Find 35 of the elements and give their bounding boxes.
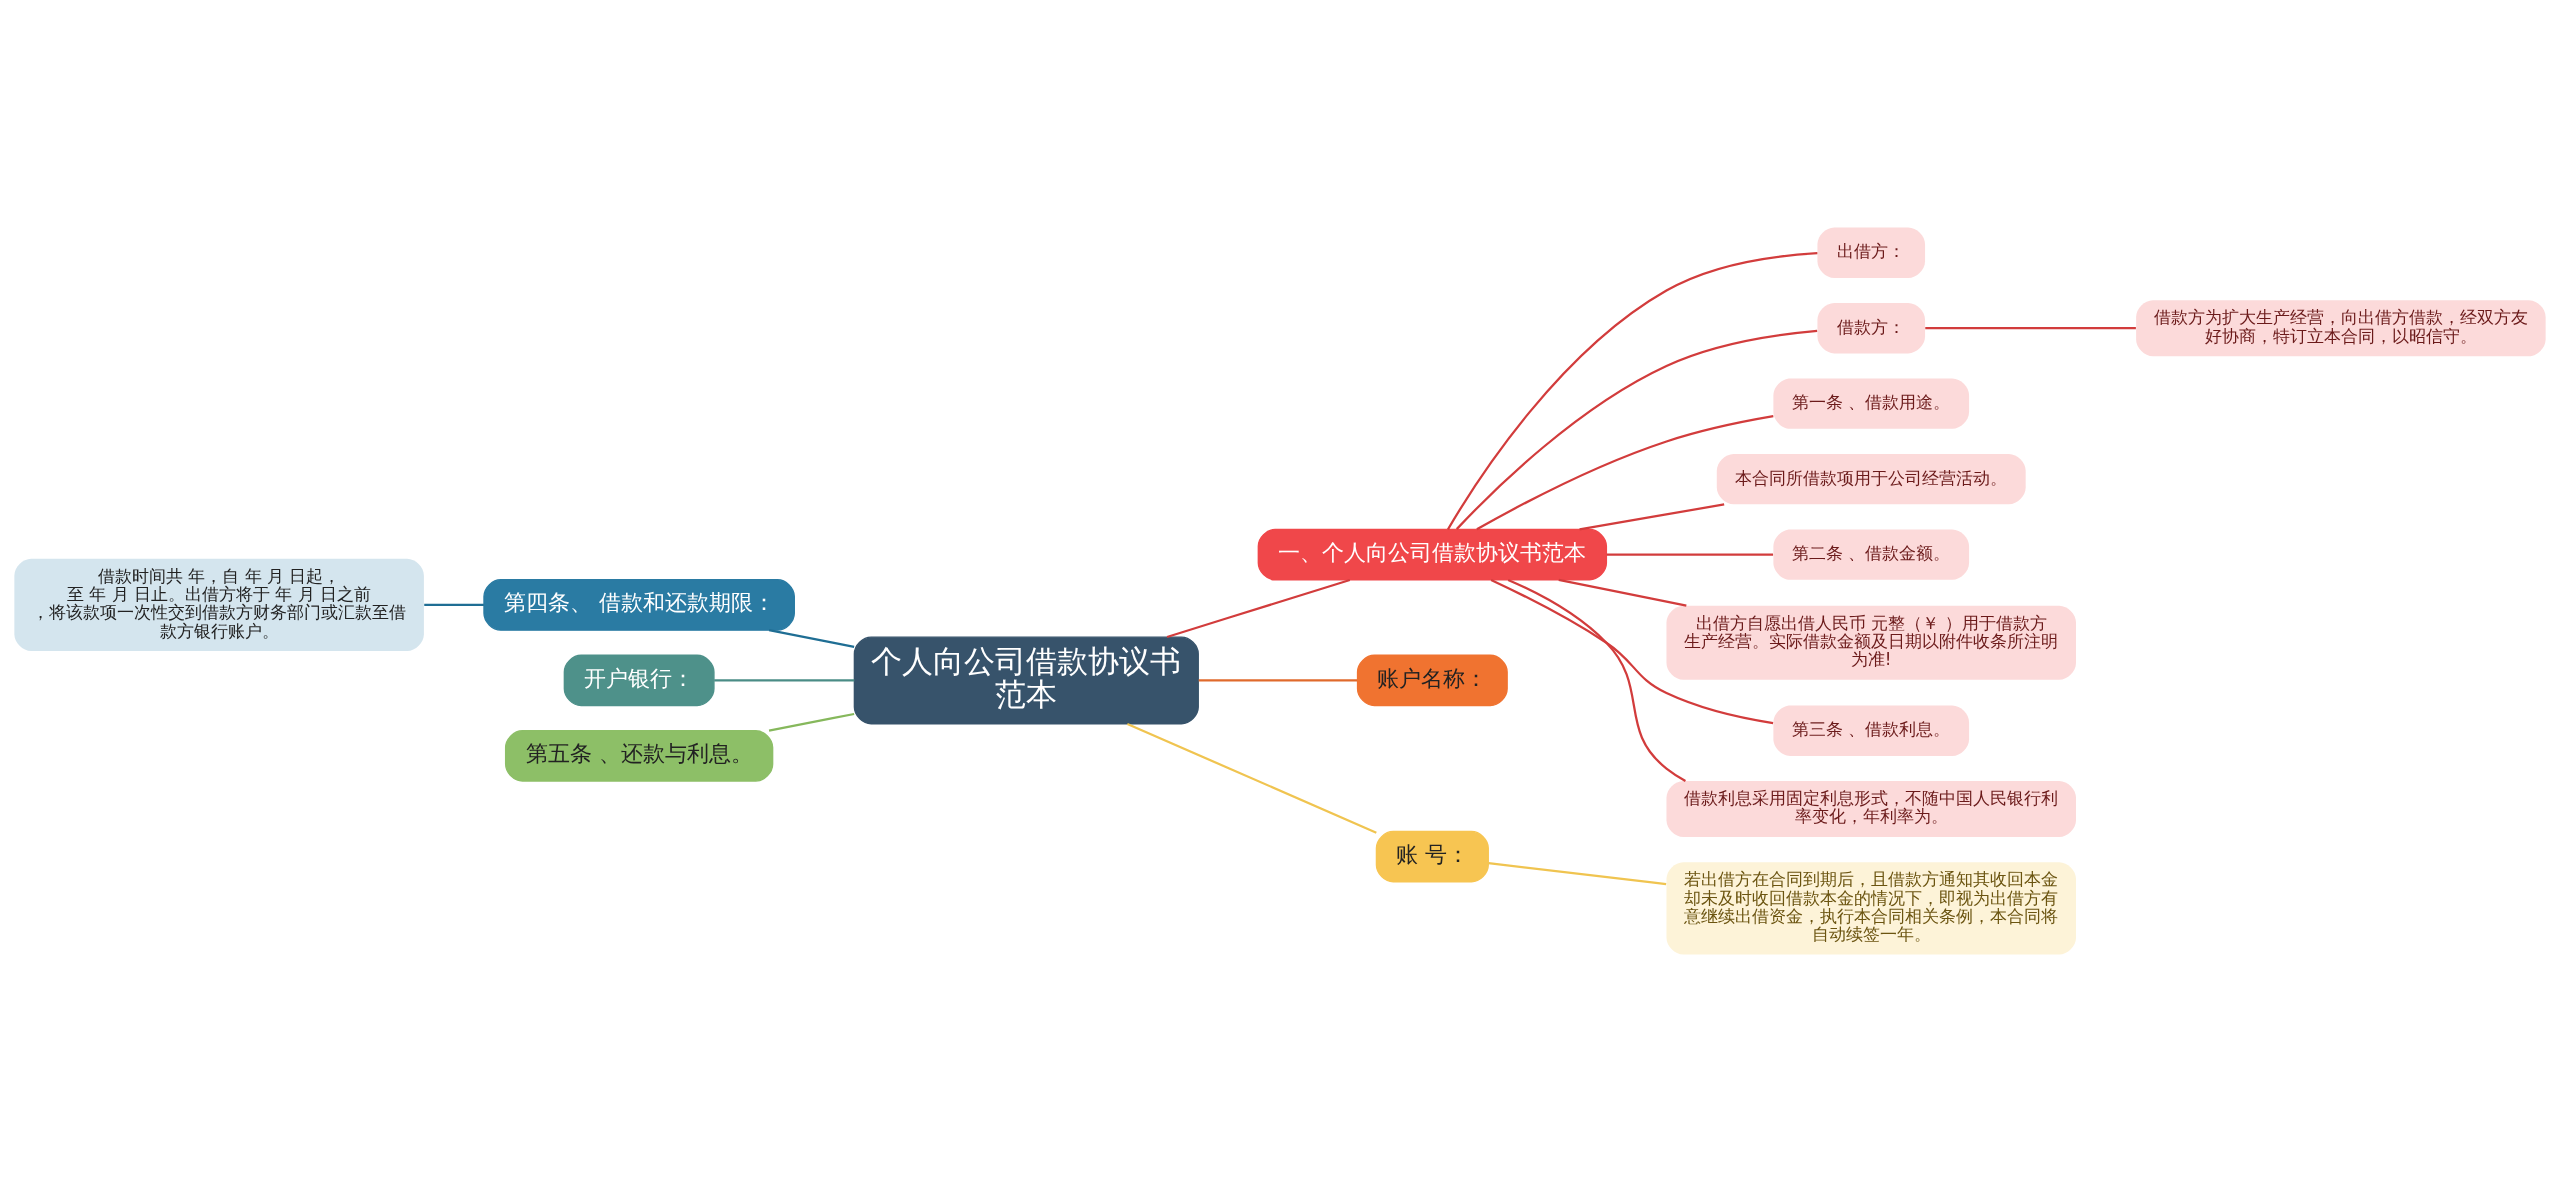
node-box: 出借方自愿出借人民币 元整（￥ ）用于借款方生产经营。实际借款金额及日期以附件收条所注明为准! bbox=[1666, 605, 2076, 680]
connector bbox=[1126, 722, 1377, 834]
connector bbox=[1579, 502, 1725, 531]
node-box: 第五条 、还款与利息。 bbox=[504, 729, 774, 782]
node-box: 第一条 、借款用途。 bbox=[1773, 378, 1970, 429]
connector bbox=[768, 712, 855, 732]
connector bbox=[424, 603, 484, 606]
node-box: 本合同所借款项用于公司经营活动。 bbox=[1716, 453, 2026, 504]
node-box: 开户银行： bbox=[563, 654, 715, 706]
connector bbox=[1447, 251, 1818, 530]
connector bbox=[768, 628, 855, 648]
node-box: 账 号： bbox=[1375, 830, 1489, 882]
connector bbox=[1455, 329, 1818, 530]
node-box: 借款时间共 年，自 年 月 日起，至 年 月 日止。出借方将于 年 月 日之前，将该款项一次性交到借款方财务部门或汇款至借款方银行账户。 bbox=[14, 558, 424, 651]
connector bbox=[714, 678, 855, 682]
node-box: 借款利息采用固定利息形式，不随中国人民银行利率变化，年利率为。 bbox=[1666, 780, 2076, 837]
node-box: 第三条 、借款利息。 bbox=[1773, 705, 1970, 756]
connector bbox=[1507, 578, 1686, 782]
connector bbox=[1476, 414, 1774, 530]
node-box: 账户名称： bbox=[1356, 654, 1508, 706]
node-box: 个人向公司借款协议书范本 bbox=[853, 635, 1199, 724]
node-box: 出借方： bbox=[1817, 227, 1926, 278]
connector bbox=[1925, 326, 2136, 329]
connector bbox=[1490, 578, 1774, 724]
connector bbox=[1166, 578, 1351, 638]
node-box: 借款方为扩大生产经营，向出借方借款，经双方友好协商，特订立本合同，以昭信守。 bbox=[2136, 299, 2546, 356]
node-box: 借款方： bbox=[1817, 302, 1926, 353]
node-box: 一、个人向公司借款协议书范本 bbox=[1257, 528, 1608, 581]
connector bbox=[1558, 578, 1687, 607]
connector bbox=[1606, 553, 1774, 556]
node-box: 若出借方在合同到期后，且借款方通知其收回本金却未及时收回借款本金的情况下，即视为出借方有意继续出借资金，执行本合同相关条例，本合同将自动续签一年。 bbox=[1666, 861, 2076, 954]
connector bbox=[1198, 678, 1358, 682]
connector bbox=[1488, 861, 1667, 885]
node-box: 第四条、 借款和还款期限： bbox=[483, 578, 795, 631]
node-box: 第二条 、借款金额。 bbox=[1773, 529, 1970, 580]
